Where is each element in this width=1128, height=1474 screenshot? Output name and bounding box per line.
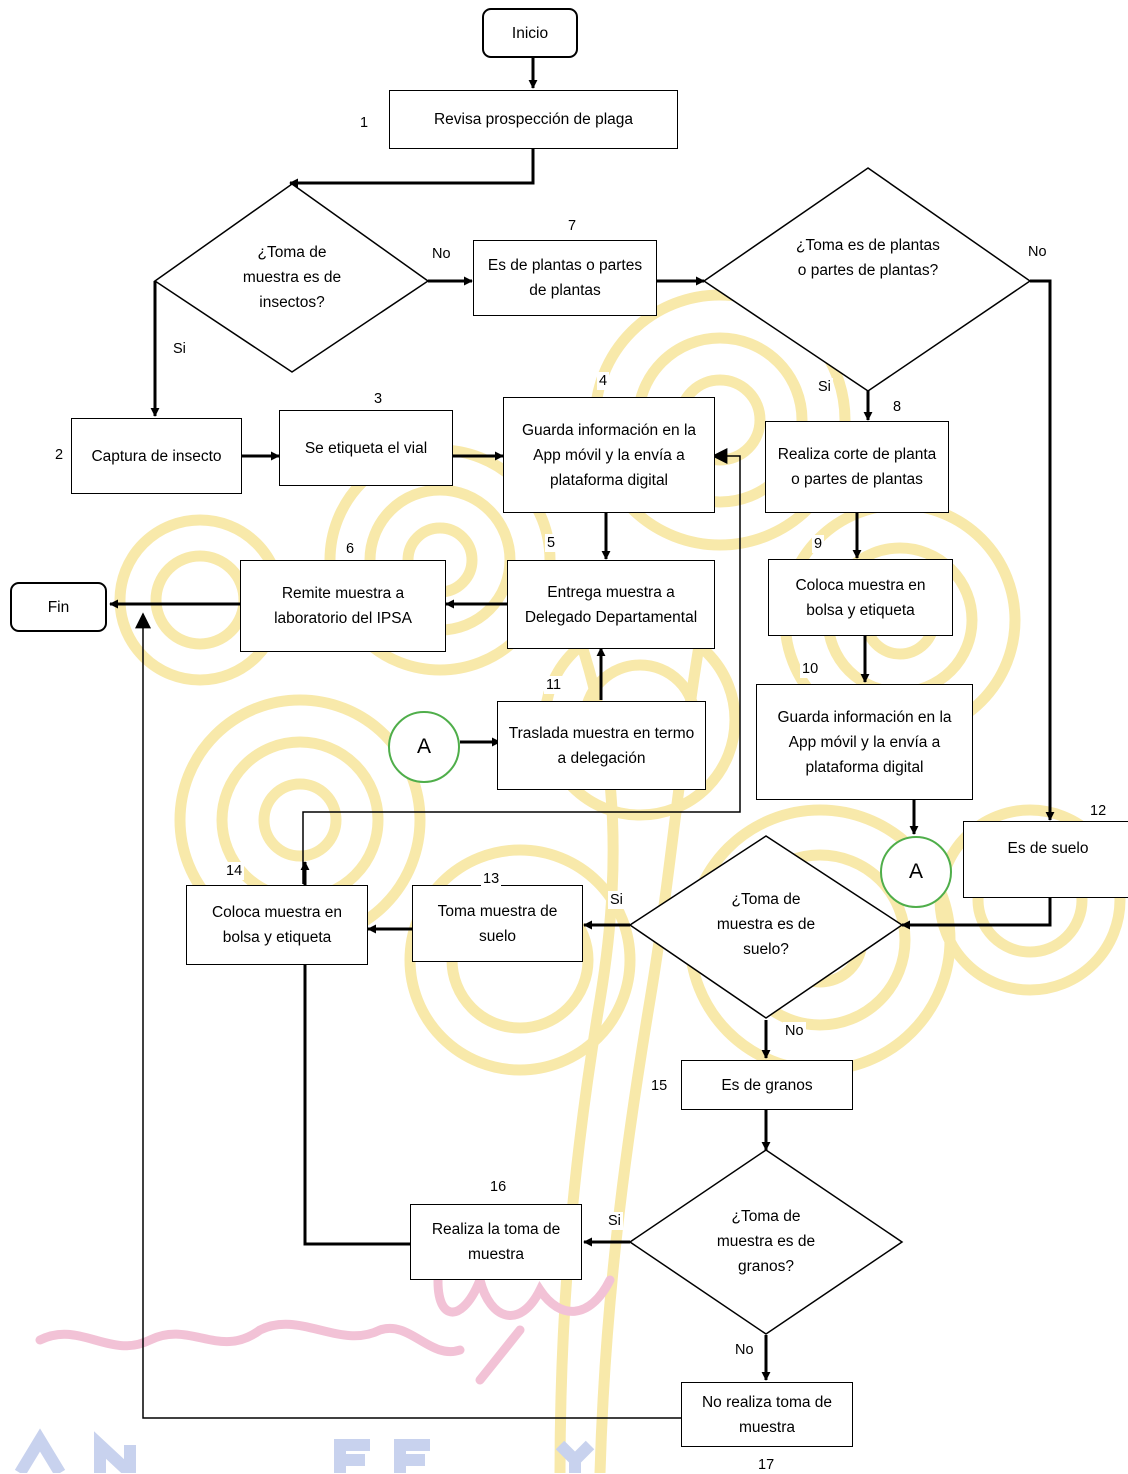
step-number-4: 4: [597, 372, 610, 390]
process-step-5: Entrega muestra a Delegado Departamental: [507, 560, 715, 649]
step-number-11: 11: [544, 676, 564, 694]
label-no-insectos: No: [430, 245, 453, 263]
process-step-9: Coloca muestra en bolsa y etiqueta: [768, 559, 953, 636]
connector-a-left: A: [388, 711, 460, 783]
label-no-plantas: No: [1026, 243, 1049, 261]
decision-suelo-shape: [628, 835, 904, 1019]
process-step-1: Revisa prospección de plaga: [389, 90, 678, 149]
decision-plantas-shape: [702, 167, 1032, 392]
step-number-3: 3: [372, 390, 385, 408]
start-terminal: Inicio: [482, 8, 578, 58]
process-step-10: Guarda información en la App móvil y la …: [756, 684, 973, 800]
step-number-10: 10: [800, 660, 821, 678]
decision-granos-shape: [628, 1149, 904, 1335]
process-step-3: Se etiqueta el vial: [279, 410, 453, 486]
process-step-14: Coloca muestra en bolsa y etiqueta: [186, 885, 368, 965]
decision-suelo-text: ¿Toma de muestra es de suelo?: [716, 891, 816, 958]
process-step-8: Realiza corte de planta o partes de plan…: [765, 421, 949, 513]
step-number-12: 12: [1088, 802, 1109, 820]
step-number-6: 6: [344, 540, 357, 558]
edge-12-decision: [901, 898, 1052, 930]
process-step-4: Guarda información en la App móvil y la …: [503, 397, 715, 513]
step-number-17: 17: [756, 1456, 777, 1474]
label-si-granos: Si: [606, 1212, 623, 1230]
label-no-granos: No: [733, 1341, 756, 1359]
process-step-16: Realiza la toma de muestra: [410, 1204, 582, 1280]
step-number-1: 1: [358, 114, 371, 132]
edge-14-4: [302, 448, 741, 884]
process-step-15: Es de granos: [681, 1060, 853, 1110]
edge-17-fin: [135, 612, 682, 1419]
decision-plantas-text: ¿Toma es de plantas o partes de plantas?: [796, 237, 940, 279]
step-number-8: 8: [891, 398, 904, 416]
step-number-15: 15: [649, 1077, 670, 1095]
edge-decision-12: [1030, 279, 1055, 821]
process-step-2: Captura de insecto: [71, 418, 242, 494]
step-number-2: 2: [53, 446, 66, 464]
edge-16-14: [300, 861, 412, 1246]
step-number-16: 16: [488, 1178, 509, 1196]
edge-1-decision: [289, 148, 535, 188]
decision-insectos-shape: [153, 183, 430, 373]
process-step-6: Remite muestra a laboratorio del IPSA: [240, 560, 446, 652]
process-step-13: Toma muestra de suelo: [412, 885, 583, 962]
label-si-insectos: Si: [171, 340, 188, 358]
process-step-11: Traslada muestra en termo a delegación: [497, 701, 706, 790]
label-si-suelo: Si: [608, 891, 625, 909]
step-number-7: 7: [566, 217, 579, 235]
label-si-plantas: Si: [816, 378, 833, 396]
process-step-7: Es de plantas o partes de plantas: [473, 240, 657, 316]
connector-a-right: A: [880, 836, 952, 908]
decision-insectos-text: ¿Toma de muestra es de insectos?: [242, 244, 342, 311]
step-number-13: 13: [481, 870, 502, 888]
process-step-17: No realiza toma de muestra: [681, 1382, 853, 1447]
label-no-suelo: No: [783, 1022, 806, 1040]
process-step-12: Es de suelo: [963, 821, 1128, 898]
end-terminal: Fin: [10, 582, 107, 632]
step-number-14: 14: [224, 862, 245, 880]
decision-granos-text: ¿Toma de muestra es de granos?: [716, 1208, 816, 1275]
step-number-5: 5: [545, 534, 558, 552]
step-number-9: 9: [812, 535, 825, 553]
